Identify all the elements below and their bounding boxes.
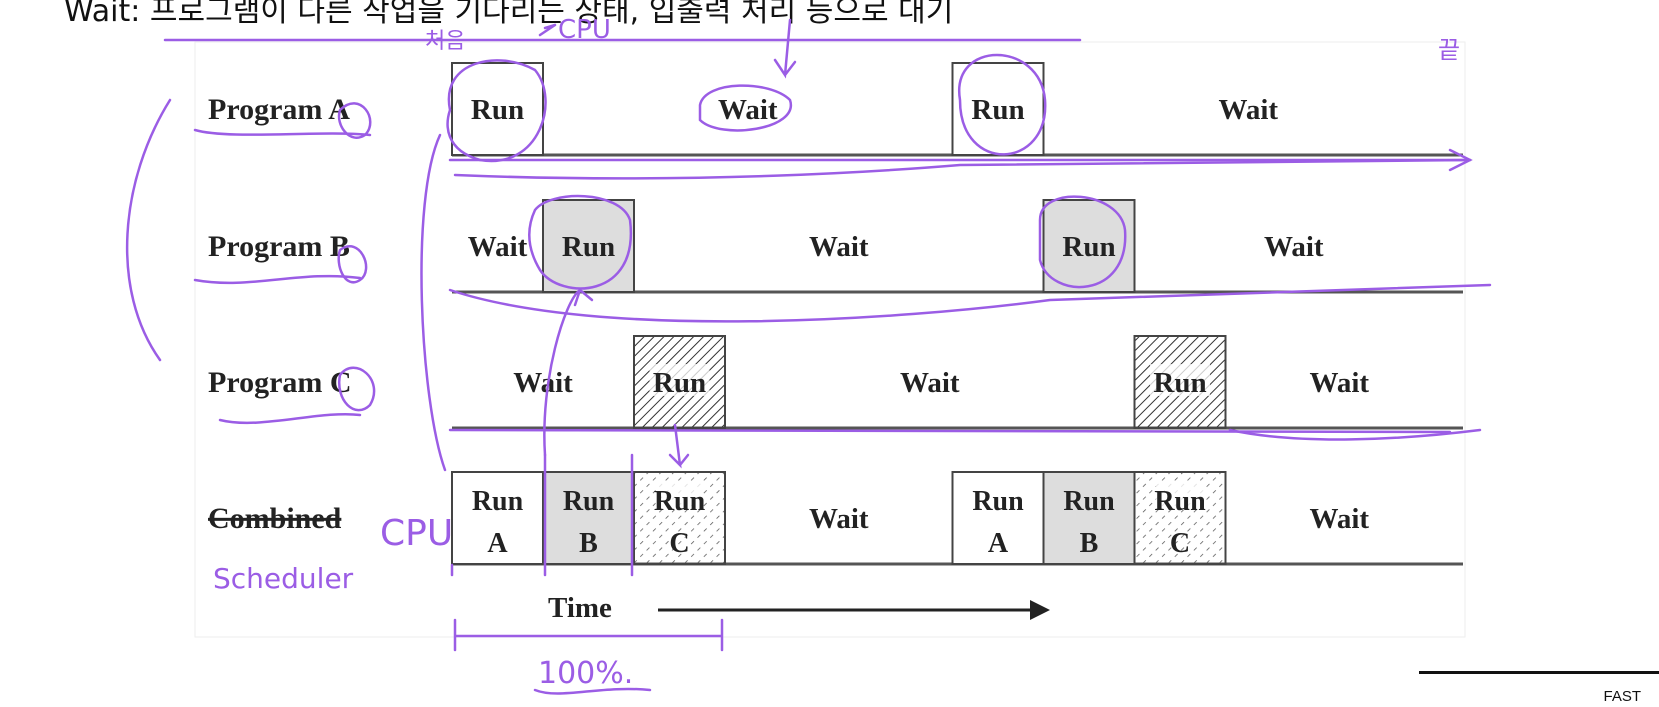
ink-stroke	[1038, 195, 1127, 289]
ink-stroke	[337, 366, 376, 412]
annotation-first: 처음	[425, 29, 465, 54]
segment-label: Run	[1063, 486, 1115, 517]
segment-label: Wait	[718, 94, 778, 126]
ink-stroke	[1228, 428, 1482, 441]
segment-label: Run	[653, 367, 706, 399]
label-backdrop	[655, 482, 704, 510]
segment-label: Run	[972, 486, 1024, 517]
row-label: Program A	[208, 93, 350, 126]
ink-stroke	[573, 288, 594, 307]
label-backdrop	[1156, 482, 1204, 510]
ink-stroke	[533, 687, 652, 695]
ink-stroke	[543, 288, 582, 457]
ink-stroke	[337, 245, 368, 284]
segment-sublabel: C	[1170, 528, 1190, 559]
ink-stroke	[453, 618, 724, 652]
ink-stroke	[193, 128, 372, 137]
ink-stroke	[448, 428, 1452, 434]
segment-label: Run	[1062, 231, 1115, 263]
row-label: Combined	[208, 502, 342, 535]
segment-label: Run	[472, 486, 524, 517]
segment-label: Wait	[1218, 94, 1278, 126]
segment-label: Run	[471, 94, 524, 126]
ink-stroke	[420, 133, 447, 472]
row-label: Program C	[208, 366, 352, 399]
segment-sublabel: B	[1080, 528, 1099, 559]
run-block	[451, 471, 544, 565]
annotation-cpu-top: CPU	[558, 15, 611, 45]
caption-body: 프로그램이 다른 작업을 기다리는 상태, 입출력 처리 등으로 대기	[149, 0, 954, 29]
ink-stroke	[958, 53, 1047, 156]
run-block	[451, 62, 544, 156]
diagram-frame	[194, 41, 1466, 638]
segment-label: Wait	[809, 231, 869, 263]
label-backdrop	[1150, 364, 1210, 396]
annotation-end: 끝	[1438, 36, 1460, 64]
segment-label: Run	[562, 231, 615, 263]
row-label: Program B	[208, 230, 350, 263]
segment-sublabel: A	[487, 528, 508, 559]
segment-label: Wait	[900, 367, 960, 399]
annotation-scheduler: Scheduler	[213, 562, 354, 595]
segment-label: Run	[1154, 486, 1206, 517]
segment-label: Run	[654, 486, 706, 517]
annotation-cpu: CPU	[380, 513, 453, 554]
ink-stroke	[1448, 148, 1473, 172]
segment-sublabel: B	[579, 528, 598, 559]
diagram-row: Program C Wait Run Wait Run Wait	[208, 335, 1463, 430]
ink-stroke	[125, 98, 172, 362]
ink-stroke	[698, 84, 792, 132]
ink-stroke	[773, 18, 797, 79]
run-block	[542, 199, 635, 293]
run-block	[542, 471, 635, 565]
segment-label: Wait	[1309, 367, 1369, 399]
segment-label: Wait	[513, 367, 573, 399]
segment-label: Wait	[1264, 231, 1324, 263]
ink-stroke	[453, 158, 1472, 180]
caption-line: Wait: 프로그램이 다른 작업을 기다리는 상태, 입출력 처리 등으로 대…	[64, 0, 953, 30]
footer-label: FAST	[1603, 688, 1641, 705]
segment-sublabel: C	[669, 528, 689, 559]
segment-sublabel: A	[988, 528, 1009, 559]
segment-label: Wait	[809, 503, 869, 535]
segment-label: Wait	[468, 231, 528, 263]
ink-stroke	[528, 194, 633, 290]
ink-stroke	[218, 413, 362, 425]
time-label: Time	[548, 592, 612, 624]
diagram-row: Program A Run Wait Run Wait	[208, 62, 1463, 157]
segment-label: Run	[563, 486, 615, 517]
caption-prefix: Wait:	[64, 0, 141, 29]
time-arrowhead	[1030, 600, 1050, 620]
ink-stroke	[538, 23, 557, 37]
segment-label: Run	[1153, 367, 1206, 399]
ink-stroke	[668, 423, 690, 469]
run-block	[951, 471, 1045, 565]
ink-stroke	[446, 59, 547, 163]
segment-label: Run	[971, 94, 1024, 126]
run-block	[1042, 471, 1136, 565]
segment-label: Wait	[1309, 503, 1369, 535]
label-backdrop	[649, 364, 710, 396]
ink-stroke	[193, 274, 362, 285]
annotation-percent: 100%.	[538, 656, 633, 691]
footer-rule	[1419, 671, 1659, 674]
ink-stroke	[448, 283, 1492, 323]
